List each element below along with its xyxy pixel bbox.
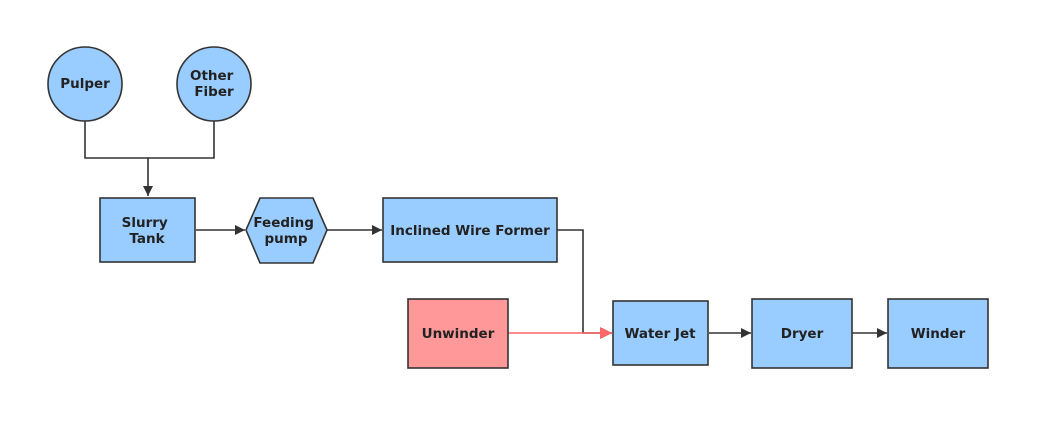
node-label-line-1: Feeding	[253, 215, 314, 231]
edge-inclined-wire-former-to-water-jet	[557, 229, 612, 338]
svg-text:Dryer: Dryer	[781, 326, 824, 342]
unwinder-shape	[407, 298, 509, 369]
svg-text:Inclined Wire Former: Inclined Wire Former	[390, 223, 550, 239]
dryer-shape	[751, 298, 853, 369]
winder-shape	[887, 298, 989, 369]
node-inclined-wire-former[interactable]: Inclined Wire Former	[382, 197, 558, 263]
svg-text:Unwinder: Unwinder	[422, 326, 495, 342]
svg-text:Winder: Winder	[911, 326, 966, 342]
node-water-jet[interactable]: Water Jet	[612, 300, 709, 366]
svg-text:Other Fiber: Other Fiber	[190, 68, 238, 100]
node-label-line-2: Tank	[129, 231, 165, 247]
node-slurry-tank[interactable]: Slurry Tank	[99, 197, 196, 263]
edge-pulper-to-slurry-tank	[84, 121, 153, 196]
node-winder[interactable]: Winder	[887, 298, 989, 369]
node-label-line-2: pump	[264, 231, 307, 247]
svg-text:Slurry Tank: Slurry Tank	[122, 215, 173, 247]
svg-text:Pulper: Pulper	[60, 76, 110, 92]
node-pulper[interactable]: Pulper	[47, 46, 123, 122]
node-label: Unwinder	[422, 326, 495, 342]
node-unwinder[interactable]: Unwinder	[407, 298, 509, 369]
feeding-pump-shape	[245, 197, 328, 264]
node-label-line-1: Other	[190, 68, 234, 84]
water-jet-shape	[612, 300, 709, 366]
node-other-fiber[interactable]: Other Fiber	[176, 46, 252, 122]
edge-other-fiber-to-slurry-tank	[148, 121, 215, 159]
node-label-line-1: Slurry	[122, 215, 168, 231]
svg-text:Feeding pump: Feeding pump	[253, 215, 318, 247]
node-feeding-pump[interactable]: Feeding pump	[245, 197, 328, 264]
svg-text:Water Jet: Water Jet	[624, 326, 696, 342]
slurry-tank-shape	[99, 197, 196, 263]
node-label: Pulper	[60, 76, 110, 92]
pulper-shape	[47, 46, 123, 122]
node-label-line-2: Fiber	[194, 84, 234, 100]
inclined-wire-former-shape	[382, 197, 558, 263]
edges	[84, 121, 887, 339]
node-dryer[interactable]: Dryer	[751, 298, 853, 369]
node-label: Dryer	[781, 326, 824, 342]
node-label: Water Jet	[624, 326, 696, 342]
other-fiber-shape	[176, 46, 252, 122]
node-label: Winder	[911, 326, 966, 342]
node-label: Inclined Wire Former	[390, 223, 550, 239]
